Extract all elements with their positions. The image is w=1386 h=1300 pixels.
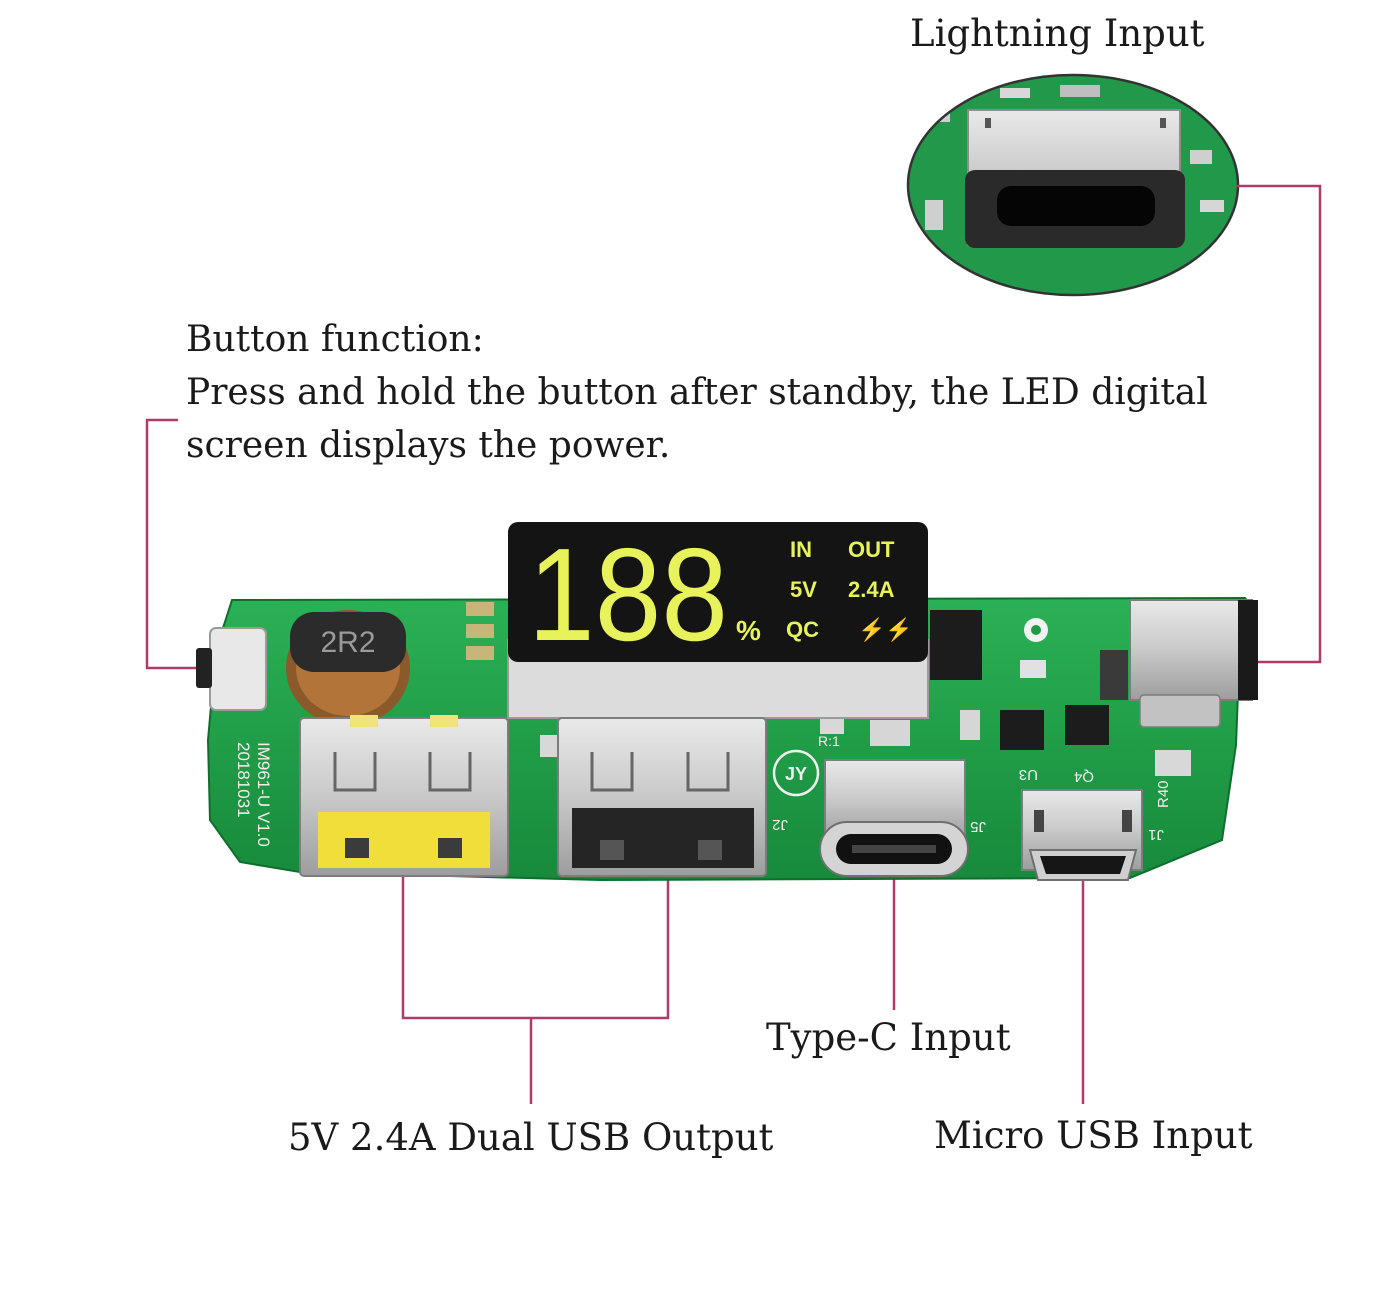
side-button [196, 627, 267, 711]
button-function-line-2: screen displays the power. [186, 425, 671, 466]
display-current: 2.4A [848, 577, 895, 602]
button-function-description: Button function: Press and hold the butt… [186, 313, 1208, 472]
j2-marking: J2 [772, 816, 788, 833]
leader-lines [145, 184, 1322, 1104]
display-percent: % [736, 615, 761, 646]
display-digits: 188 [528, 521, 728, 668]
r40-marking: R40 [1155, 780, 1172, 808]
lightning-port [1129, 599, 1258, 728]
dual-usb-output-label: 5V 2.4A Dual USB Output [288, 1116, 774, 1159]
bolt-icon: ⚡⚡ [858, 617, 913, 643]
smd-components [466, 602, 1191, 776]
j1-marking: J1 [1148, 826, 1164, 843]
type-c-port [819, 759, 969, 877]
display-qc-label: QC [786, 617, 819, 642]
inductor-marking: 2R2 [320, 626, 375, 659]
board-model-marking: IM961-U V1.0 [254, 742, 273, 847]
jy-logo: JY [772, 749, 820, 797]
button-function-heading: Button function: [186, 319, 484, 360]
display-out-label: OUT [848, 537, 895, 562]
micro-usb-input-label: Micro USB Input [934, 1114, 1253, 1157]
button-function-line-1: Press and hold the button after standby,… [186, 372, 1208, 413]
usb-a-port-2 [557, 717, 767, 877]
leader-lightning [1236, 184, 1322, 664]
svg-text:JY: JY [785, 764, 807, 784]
leader-usb-output [401, 858, 670, 1020]
u3-marking: U3 [1019, 766, 1038, 783]
lightning-inset [906, 73, 1240, 297]
display-in-label: IN [790, 537, 812, 562]
lightning-input-label: Lightning Input [910, 12, 1205, 55]
type-c-input-label: Type-C Input [766, 1016, 1011, 1059]
j5-marking: J5 [970, 818, 986, 835]
micro-usb-port [1021, 789, 1143, 881]
usb-a-port-1 [299, 715, 509, 877]
board-date-marking: 20181031 [234, 742, 253, 818]
led-display: 188 % IN OUT 5V 2.4A QC ⚡⚡ [507, 521, 929, 719]
r1-marking: R:1 [818, 733, 840, 749]
q4-marking: Q4 [1074, 768, 1094, 785]
display-voltage: 5V [790, 577, 817, 602]
inductor: 2R2 [286, 610, 410, 726]
leader-button [145, 418, 200, 670]
